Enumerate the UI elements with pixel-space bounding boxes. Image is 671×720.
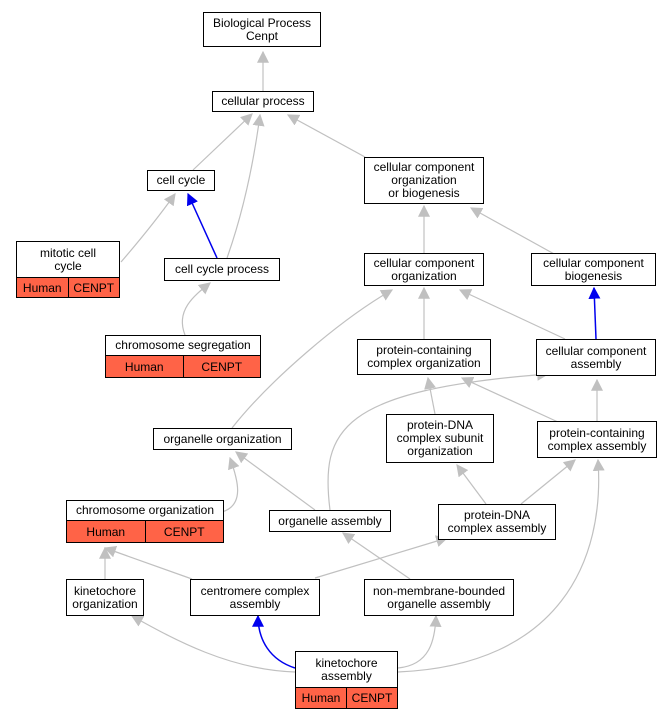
node-mitotic-cell-cycle[interactable]: mitotic cell cycle [16, 241, 120, 278]
edge-chrom-org-to-org-org [221, 456, 240, 513]
annotation-chromosome-organization: Human CENPT [66, 521, 224, 543]
node-non-membrane-bounded-organelle-assembly[interactable]: non-membrane-bounded organelle assembly [364, 579, 514, 616]
node-cellular-component-assembly[interactable]: cellular component assembly [536, 339, 656, 376]
annotation-kinetochore-assembly: Human CENPT [295, 688, 398, 709]
node-centromere-complex-assembly[interactable]: centromere complex assembly [190, 579, 320, 616]
edge-pcca-to-pcco [460, 377, 559, 423]
node-biological-process[interactable]: Biological Process Cenpt [203, 12, 321, 47]
edge-mitotic-to-cell-cycle [120, 193, 176, 263]
edge-nonmem-to-org-asm [342, 532, 411, 580]
node-organelle-organization[interactable]: organelle organization [153, 428, 292, 450]
annotation-chromosome-segregation: Human CENPT [105, 356, 261, 378]
edge-pdna-sub-to-pcco [424, 376, 436, 415]
edge-org-asm-to-cca [327, 368, 550, 511]
edge-org-asm-to-org-org [235, 451, 316, 511]
node-cellular-process[interactable]: cellular process [212, 91, 314, 112]
node-protein-dna-complex-subunit-organization[interactable]: protein-DNA complex subunit organization [386, 414, 494, 463]
annotation-species: Human [86, 524, 126, 539]
node-cellular-component-organization-or-biogenesis[interactable]: cellular component organization or bioge… [364, 157, 484, 204]
edge-centro-to-chrom-org [103, 545, 193, 580]
annotation-mitotic-cell-cycle: Human CENPT [16, 278, 120, 298]
edge-org-org-to-cco [231, 289, 394, 429]
node-cell-cycle-process[interactable]: cell cycle process [164, 258, 280, 281]
edge-kin-asm-to-nonmem [397, 614, 442, 669]
edge-kin-asm-to-kin-org [130, 615, 296, 673]
annotation-gene: CENPT [144, 521, 224, 542]
node-cellular-component-organization[interactable]: cellular component organization [364, 253, 484, 286]
edge-chrom-seg-to-cell-cycle-process [181, 282, 211, 336]
annotation-species: Human [301, 691, 341, 705]
node-cell-cycle[interactable]: cell cycle [147, 170, 215, 191]
edge-centro-to-pdna-asm [314, 535, 449, 579]
node-kinetochore-assembly[interactable]: kinetochore assembly [295, 651, 398, 688]
annotation-gene: CENPT [67, 278, 120, 297]
node-chromosome-organization[interactable]: chromosome organization [66, 500, 224, 521]
edge-kin-asm-to-centro-highlight [252, 614, 296, 669]
annotation-species: Human [22, 280, 62, 295]
node-protein-dna-complex-assembly[interactable]: protein-DNA complex assembly [438, 504, 556, 540]
edge-ccob-to-cellular-process [286, 114, 366, 158]
node-organelle-assembly[interactable]: organelle assembly [269, 510, 391, 532]
node-protein-containing-complex-organization[interactable]: protein-containing complex organization [357, 339, 491, 375]
annotation-species: Human [124, 359, 164, 374]
node-cellular-component-biogenesis[interactable]: cellular component biogenesis [531, 253, 656, 286]
edge-cell-cycle-to-cellular-process [192, 113, 253, 171]
annotation-gene: CENPT [346, 688, 397, 708]
edge-cca-to-ccb-highlight [588, 286, 601, 340]
edge-cca-to-cco [458, 289, 566, 340]
edge-pdna-asm-to-pdna-sub [456, 464, 487, 505]
node-kinetochore-organization[interactable]: kinetochore organization [66, 579, 144, 616]
edge-cell-cycle-process-to-cell-cycle-highlight [186, 192, 218, 259]
annotation-gene: CENPT [182, 356, 261, 377]
edge-cell-cycle-process-to-cellular-process [226, 113, 265, 259]
edge-ccb-to-ccob [469, 207, 557, 256]
edge-kin-asm-to-pcca [397, 458, 605, 673]
edge-pdna-asm-to-pcca [520, 459, 576, 505]
node-protein-containing-complex-assembly[interactable]: protein-containing complex assembly [537, 421, 657, 458]
node-chromosome-segregation[interactable]: chromosome segregation [105, 335, 261, 356]
